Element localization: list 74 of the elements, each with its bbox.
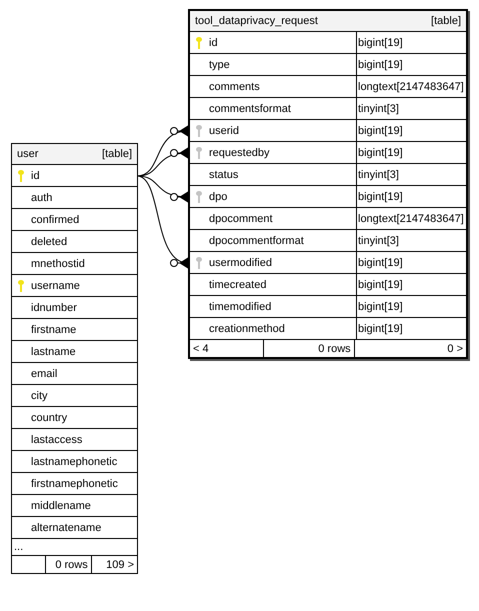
column-name: alternatename	[31, 522, 102, 534]
table-row	[190, 142, 466, 164]
column-type: bigint[19]	[358, 124, 403, 136]
table-row	[190, 32, 466, 54]
table-row	[190, 296, 466, 318]
column-name: firstnamephonetic	[31, 478, 118, 490]
column-name: requestedby	[209, 146, 270, 158]
column-name: type	[209, 58, 230, 70]
column-type: bigint[19]	[358, 58, 403, 70]
column-name: usermodified	[209, 256, 272, 268]
column-name: country	[31, 412, 68, 424]
relationship-line	[136, 176, 189, 202]
row-count: 0 rows	[318, 342, 351, 354]
table-row	[190, 164, 466, 186]
column-name: comments	[209, 80, 260, 92]
column-name: dpocommentformat	[209, 234, 304, 246]
column-type: tinyint[3]	[358, 234, 399, 246]
table-name: tool_dataprivacy_request	[195, 15, 318, 27]
column-type: longtext[2147483647]	[358, 212, 464, 224]
table-row	[190, 208, 466, 230]
column-type: tinyint[3]	[358, 102, 399, 114]
column-name: lastname	[31, 346, 76, 358]
column-name: status	[209, 168, 238, 180]
column-name: userid	[209, 124, 239, 136]
table	[11, 143, 138, 574]
page-forward-link: 0 >	[447, 342, 463, 354]
table-row	[190, 98, 466, 120]
column-name: commentsformat	[209, 102, 291, 114]
column-type: bigint[19]	[358, 300, 403, 312]
table-row	[190, 230, 466, 252]
table-row	[190, 54, 466, 76]
table-type-label: [table]	[102, 148, 132, 160]
column-name: lastnamephonetic	[31, 456, 118, 468]
column-name: id	[209, 36, 218, 48]
column-name: timemodified	[209, 300, 272, 312]
table-row	[190, 120, 466, 142]
table-row	[190, 252, 466, 274]
column-name: creationmethod	[209, 322, 285, 334]
column-name: timecreated	[209, 278, 266, 290]
column-name: city	[31, 390, 48, 402]
table	[188, 9, 468, 359]
column-type: bigint[19]	[358, 146, 403, 158]
column-type: bigint[19]	[358, 190, 403, 202]
table-row	[190, 274, 466, 296]
column-name: firstname	[31, 324, 76, 336]
table-row	[190, 318, 466, 340]
table-row	[190, 76, 466, 98]
table-name: user	[17, 148, 38, 160]
column-type: tinyint[3]	[358, 168, 399, 180]
column-name: mnethostid	[31, 258, 85, 270]
column-type: bigint[19]	[358, 256, 403, 268]
column-name: idnumber	[31, 302, 77, 314]
column-name: middlename	[31, 500, 91, 512]
relationship-line	[136, 126, 190, 176]
column-type: longtext[2147483647]	[358, 80, 464, 92]
column-name: id	[31, 170, 40, 182]
column-type: bigint[19]	[358, 278, 403, 290]
column-name: confirmed	[31, 214, 80, 226]
relationship-line	[136, 176, 190, 268]
page-forward-link: 109 >	[106, 558, 134, 570]
more-columns-ellipsis: ...	[14, 541, 24, 553]
column-name: username	[31, 280, 80, 292]
column-name: dpocomment	[209, 212, 273, 224]
page-back-link: < 4	[193, 342, 209, 354]
column-name: lastaccess	[31, 434, 82, 446]
row-count: 0 rows	[55, 558, 88, 570]
column-name: dpo	[209, 190, 228, 202]
column-type: bigint[19]	[358, 36, 403, 48]
table-row	[190, 186, 466, 208]
table-type-label: [table]	[431, 15, 461, 27]
column-name: auth	[31, 192, 52, 204]
column-name: deleted	[31, 236, 68, 248]
column-name: email	[31, 368, 58, 380]
column-type: bigint[19]	[358, 322, 403, 334]
